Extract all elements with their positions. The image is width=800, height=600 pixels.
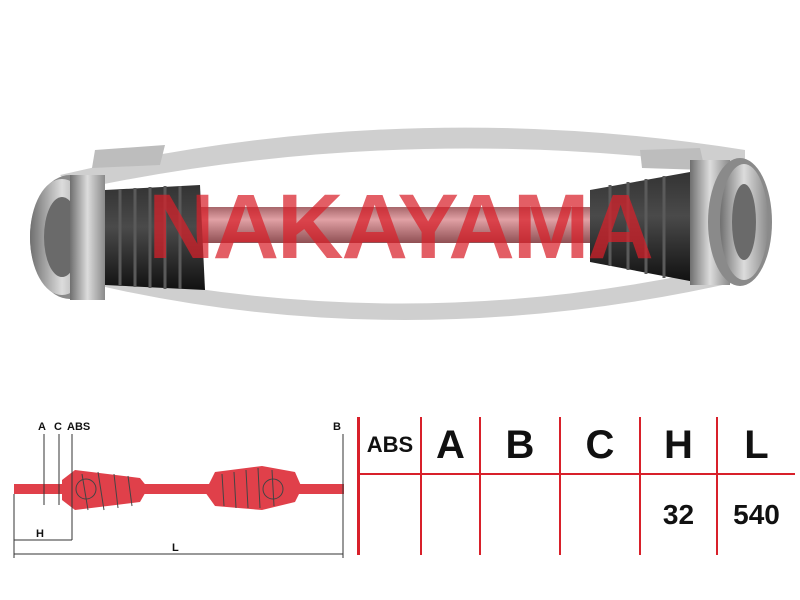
diagram-label-c: C <box>54 421 62 433</box>
dimension-diagram: A C ABS B H L <box>0 410 360 570</box>
value-b <box>479 473 561 555</box>
diagram-label-h: H <box>36 528 44 540</box>
value-h: 32 <box>639 473 718 555</box>
product-photo: NAKAYAMA <box>30 127 772 320</box>
dimension-lines <box>13 434 344 558</box>
value-c <box>559 473 641 555</box>
value-l: 540 <box>716 473 795 555</box>
value-abs <box>357 473 422 555</box>
header-h: H <box>639 417 718 475</box>
diagram-shaft <box>14 466 344 511</box>
left-cv-joint <box>30 175 205 300</box>
diagram-label-b: B <box>333 421 341 433</box>
spec-table: ABS A B C H L 32 540 <box>357 417 795 555</box>
spec-table-value-row: 32 540 <box>357 473 795 555</box>
diagram-label-abs: ABS <box>67 421 90 433</box>
brand-logo: NAKAYAMA <box>148 176 652 278</box>
value-a <box>420 473 481 555</box>
drive-shaft <box>200 207 600 243</box>
diagram-label-a: A <box>38 421 46 433</box>
header-b: B <box>479 417 561 475</box>
header-c: C <box>559 417 641 475</box>
right-cv-joint <box>590 158 772 286</box>
header-l: L <box>716 417 795 475</box>
logo-swoosh <box>60 127 745 320</box>
diagram-label-l: L <box>172 542 179 554</box>
spec-table-header-row: ABS A B C H L <box>357 417 795 475</box>
header-abs: ABS <box>357 417 422 475</box>
header-a: A <box>420 417 481 475</box>
